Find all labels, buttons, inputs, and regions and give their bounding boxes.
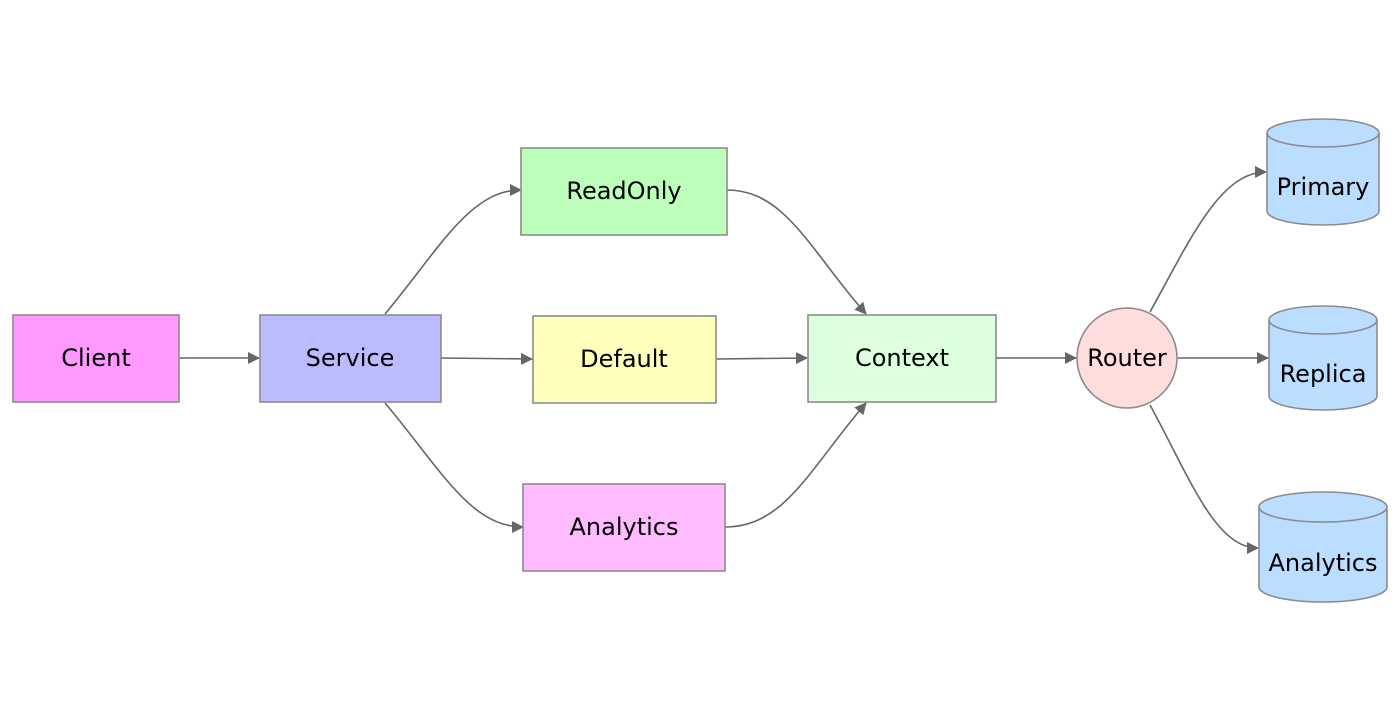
- context-label: Context: [855, 344, 949, 372]
- node-context[interactable]: Context: [807, 314, 997, 403]
- node-readonly[interactable]: ReadOnly: [520, 147, 728, 236]
- primary-cylinder-rim: [1266, 132, 1380, 148]
- analytics-db-label: Analytics: [1269, 549, 1378, 577]
- edge-analytics-context: [724, 402, 867, 528]
- node-primary[interactable]: Primary: [1266, 118, 1380, 226]
- context-box: [807, 314, 997, 403]
- edge-router-analytics-db: [1149, 404, 1259, 554]
- default-label: Default: [580, 345, 668, 373]
- readonly-label: ReadOnly: [566, 177, 681, 205]
- analytics-route-label: Analytics: [570, 513, 679, 541]
- replica-cylinder-rim: [1268, 319, 1378, 335]
- edge-default-context: [715, 352, 808, 365]
- edges: [179, 166, 1269, 554]
- router-label: Router: [1087, 344, 1167, 372]
- node-analytics-db[interactable]: Analytics: [1258, 491, 1388, 603]
- service-box: [259, 314, 442, 403]
- node-service[interactable]: Service: [259, 314, 442, 403]
- primary-cylinder: [1266, 118, 1380, 226]
- client-box: [12, 314, 180, 403]
- node-default[interactable]: Default: [532, 315, 717, 404]
- primary-label: Primary: [1277, 173, 1370, 201]
- analytics-db-cylinder: [1258, 491, 1388, 603]
- default-box: [532, 315, 717, 404]
- service-label: Service: [306, 344, 395, 372]
- node-replica[interactable]: Replica: [1268, 305, 1378, 411]
- analytics-db-cylinder-rim: [1258, 506, 1388, 523]
- replica-cylinder: [1268, 305, 1378, 411]
- edge-readonly-context: [726, 189, 867, 315]
- node-client[interactable]: Client: [12, 314, 180, 403]
- client-label: Client: [61, 344, 130, 372]
- readonly-box: [520, 147, 728, 236]
- edge-service-readonly: [384, 184, 522, 315]
- router-circle: [1076, 307, 1178, 409]
- edge-router-primary: [1149, 166, 1267, 313]
- analytics-route-box: [522, 483, 726, 572]
- edge-service-analytics: [384, 402, 524, 533]
- node-router[interactable]: Router: [1076, 307, 1178, 409]
- node-analytics-route[interactable]: Analytics: [522, 483, 726, 572]
- edge-service-default: [440, 352, 533, 365]
- replica-label: Replica: [1280, 360, 1367, 388]
